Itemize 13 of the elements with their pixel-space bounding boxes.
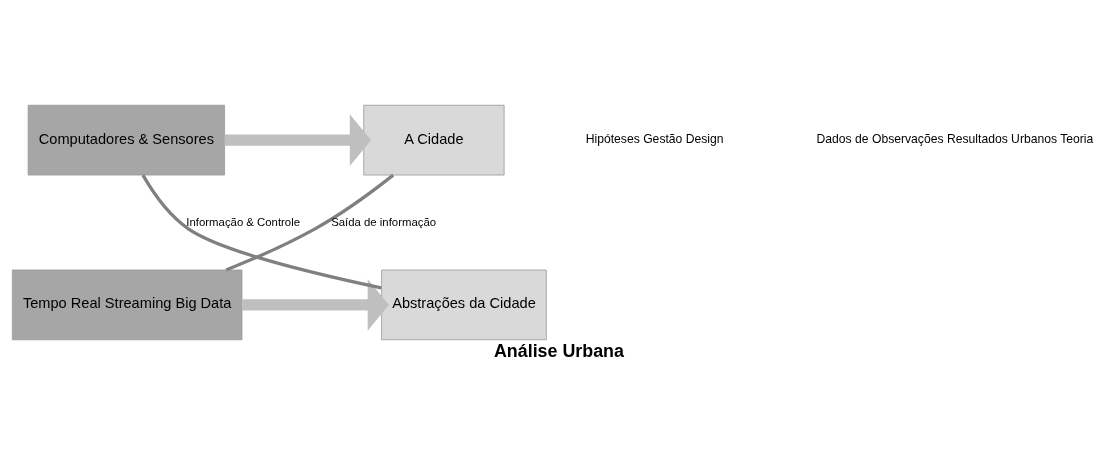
- connector: [225, 173, 395, 272]
- node-box: A Cidade: [363, 104, 505, 176]
- edge-label: Saída de informação: [331, 215, 437, 228]
- connector: [141, 174, 382, 290]
- diagram-title: Análise Urbana: [493, 340, 624, 361]
- node-box: Abstrações da Cidade: [381, 269, 547, 341]
- label: Dados de Observações Resultados Urbanos Teoria: [816, 131, 1094, 146]
- arrow: [224, 114, 371, 166]
- label: Hipóteses Gestão Design: [585, 131, 724, 146]
- node-box: Computadores & Sensores: [27, 104, 225, 176]
- edge-label: Informação & Controle: [186, 215, 301, 228]
- arrow: [242, 279, 389, 331]
- node-box: Tempo Real Streaming Big Data: [11, 269, 243, 341]
